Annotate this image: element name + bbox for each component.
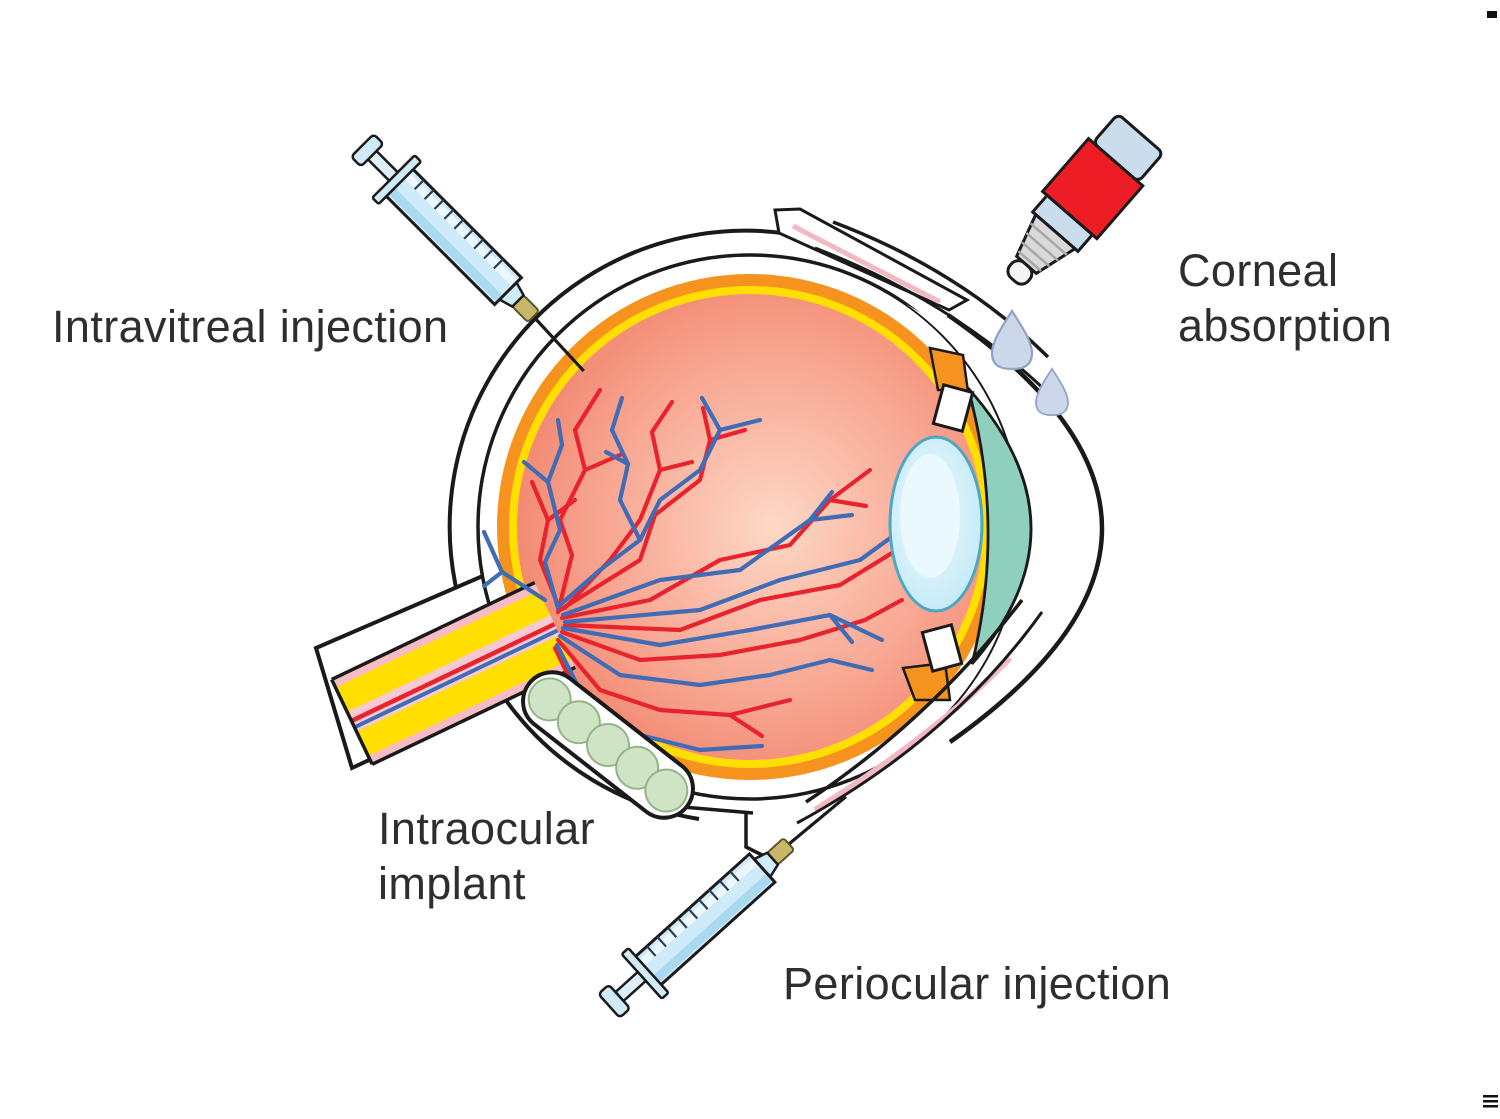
nerve-band-upper bbox=[356, 634, 572, 757]
print-artifact-top-right bbox=[1487, 11, 1497, 18]
label-line: Corneal bbox=[1178, 245, 1339, 296]
vessel-twig bbox=[807, 489, 835, 523]
label-line: implant bbox=[378, 857, 526, 909]
vessel-branch bbox=[557, 633, 875, 688]
optic-nerve bbox=[330, 580, 576, 766]
dropper-tip bbox=[1006, 259, 1034, 286]
cornea bbox=[966, 387, 1033, 665]
label-line: Intraocular bbox=[378, 803, 596, 854]
label-line: Periocular injection bbox=[783, 958, 1172, 1009]
flap-outline bbox=[773, 207, 971, 312]
vessel-branch bbox=[562, 517, 918, 625]
nerve-vein bbox=[353, 628, 559, 730]
vessel-twig bbox=[545, 497, 578, 523]
eye-dropper-icon bbox=[1006, 114, 1163, 286]
nerve-artery bbox=[350, 622, 556, 723]
label-intraocular-implant: Intraocular implant bbox=[378, 802, 595, 912]
vessel-twig bbox=[827, 497, 869, 509]
vessel-branch bbox=[555, 387, 603, 615]
label-intravitreal-injection: Intravitreal injection bbox=[52, 300, 449, 355]
eye-cross-section bbox=[313, 207, 1105, 861]
drop-icon bbox=[1035, 367, 1069, 417]
conjunctival-flap-lower bbox=[635, 598, 1044, 861]
vitreous-body bbox=[517, 294, 983, 760]
vessel-branch bbox=[560, 512, 855, 618]
vessel-branch bbox=[560, 612, 885, 648]
vessel-branch bbox=[559, 597, 905, 663]
iris-root-upper bbox=[931, 382, 975, 434]
outer-socket-arc bbox=[447, 228, 812, 821]
vessel-twig bbox=[521, 459, 551, 485]
vessel-twig bbox=[699, 395, 723, 433]
cornea-outer-outline bbox=[946, 313, 1105, 744]
lens-highlight bbox=[900, 454, 960, 578]
drop-icon bbox=[990, 309, 1034, 371]
vessel-twig bbox=[481, 569, 505, 589]
vessel-branch bbox=[555, 637, 793, 718]
vessel-branch bbox=[542, 417, 565, 611]
dropper-nozzle-ribs bbox=[1017, 222, 1068, 272]
flap-pink-stripe bbox=[813, 655, 1013, 813]
vessel-twig bbox=[603, 449, 631, 467]
nerve-band-lower bbox=[335, 590, 551, 713]
vessel-twig bbox=[727, 712, 765, 739]
vessel-twig bbox=[827, 612, 855, 645]
intraocular-implant-icon bbox=[521, 670, 695, 820]
label-corneal-absorption: Corneal absorption bbox=[1178, 244, 1392, 354]
implant-beads bbox=[527, 677, 689, 813]
print-artifact-bottom-right bbox=[1483, 1095, 1498, 1108]
label-line: absorption bbox=[1178, 299, 1393, 351]
vessel-branch bbox=[559, 467, 873, 621]
vessel-twig bbox=[657, 459, 695, 473]
flap-pink-stripe bbox=[791, 223, 942, 305]
label-periocular-injection: Periocular injection bbox=[783, 957, 1171, 1012]
iris-root-lower bbox=[920, 622, 964, 674]
lower-lid-line-2 bbox=[796, 611, 1044, 825]
vessel-branch bbox=[562, 542, 908, 633]
lower-lid-line-1 bbox=[805, 598, 1024, 804]
label-line: Intravitreal injection bbox=[52, 301, 449, 352]
